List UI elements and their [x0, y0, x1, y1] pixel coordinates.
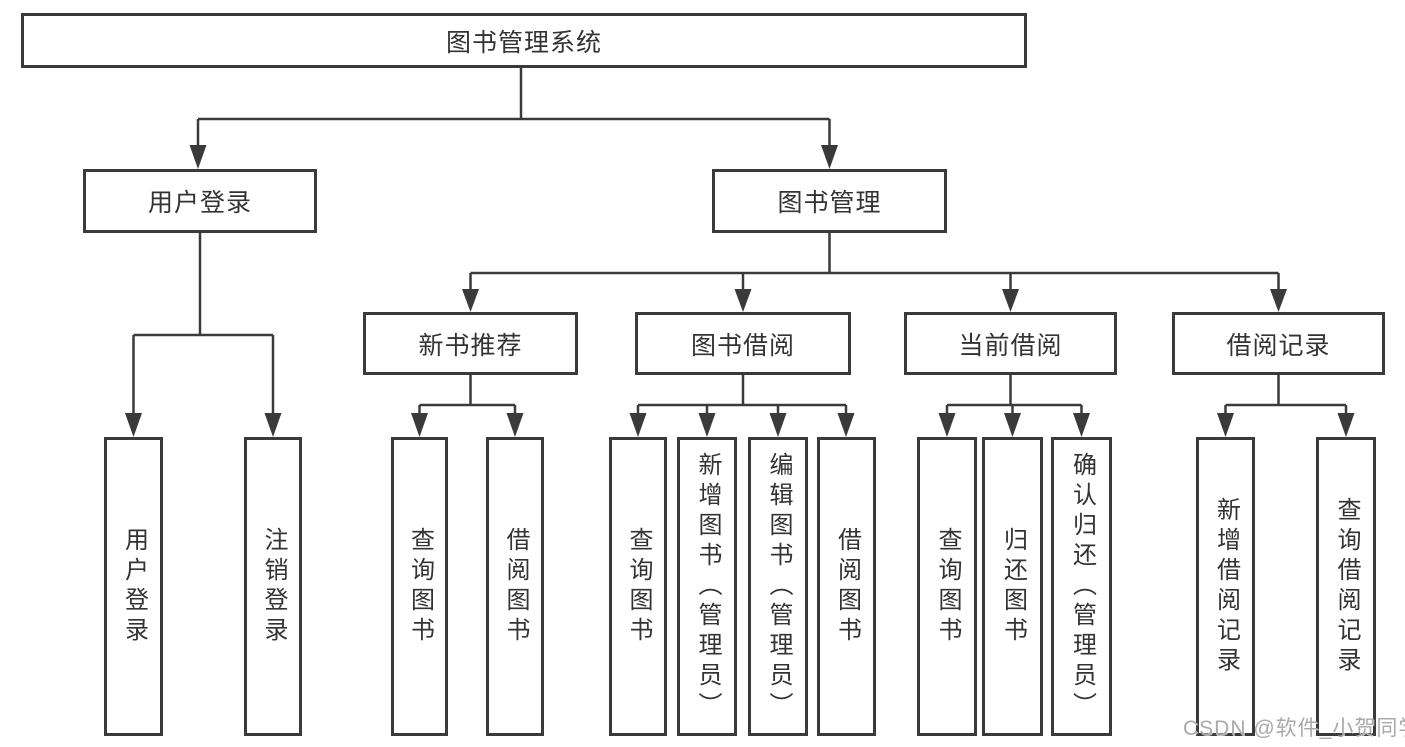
leaf-logout: 注销登录: [244, 437, 302, 736]
node-borrow-records: 借阅记录: [1172, 312, 1385, 375]
leaf-query-books-3: 查询图书: [917, 437, 977, 736]
leaf-edit-books-admin: 编辑图书（管理员）: [748, 437, 808, 736]
arrowhead-icon: [264, 413, 282, 437]
arrowhead-icon: [698, 413, 716, 437]
connector-current-borrow-to-leaves: [938, 375, 1090, 437]
arrowhead-icon: [189, 145, 207, 169]
arrowhead-icon: [1337, 413, 1355, 437]
node-user-login: 用户登录: [83, 169, 317, 233]
node-book-management: 图书管理: [712, 169, 947, 233]
connector-user-login-to-leaves: [125, 233, 282, 437]
leaf-borrow-books-2: 借阅图书: [817, 437, 876, 736]
leaf-user-login: 用户登录: [104, 437, 163, 736]
connector-borrow-records-to-leaves: [1217, 375, 1355, 437]
node-current-borrow: 当前借阅: [904, 312, 1117, 375]
arrowhead-icon: [629, 413, 647, 437]
csdn-watermark: CSDN @软件_小贺同学: [1183, 717, 1405, 740]
connector-new-book-to-leaves: [411, 375, 524, 437]
arrowhead-icon: [125, 413, 142, 437]
arrowhead-icon: [734, 289, 752, 312]
node-root: 图书管理系统: [21, 13, 1027, 68]
leaf-query-books-2: 查询图书: [609, 437, 667, 736]
leaf-add-borrow-record: 新增借阅记录: [1196, 437, 1255, 736]
leaf-query-borrow-record: 查询借阅记录: [1316, 437, 1376, 736]
arrowhead-icon: [821, 145, 838, 169]
leaf-add-books-admin: 新增图书（管理员）: [677, 437, 737, 736]
arrowhead-icon: [1270, 289, 1287, 312]
connector-root-to-level2: [189, 68, 838, 169]
leaf-borrow-books-1: 借阅图书: [486, 437, 544, 736]
arrowhead-icon: [506, 413, 524, 437]
arrowhead-icon: [462, 289, 479, 312]
arrowhead-icon: [1002, 289, 1019, 312]
connector-book-borrow-to-leaves: [629, 375, 855, 437]
connector-book-management-to-level3: [462, 233, 1287, 312]
leaf-confirm-return-admin: 确认归还（管理员）: [1051, 437, 1112, 736]
leaf-return-books: 归还图书: [982, 437, 1043, 736]
leaf-query-books-1: 查询图书: [391, 437, 448, 736]
arrowhead-icon: [411, 413, 428, 437]
node-book-borrow: 图书借阅: [635, 312, 851, 375]
arrowhead-icon: [837, 413, 855, 437]
arrowhead-icon: [769, 413, 787, 437]
arrowhead-icon: [1073, 413, 1090, 437]
node-new-book-recommend: 新书推荐: [363, 312, 578, 375]
arrowhead-icon: [938, 413, 956, 437]
arrowhead-icon: [1004, 413, 1021, 437]
arrowhead-icon: [1217, 413, 1234, 437]
